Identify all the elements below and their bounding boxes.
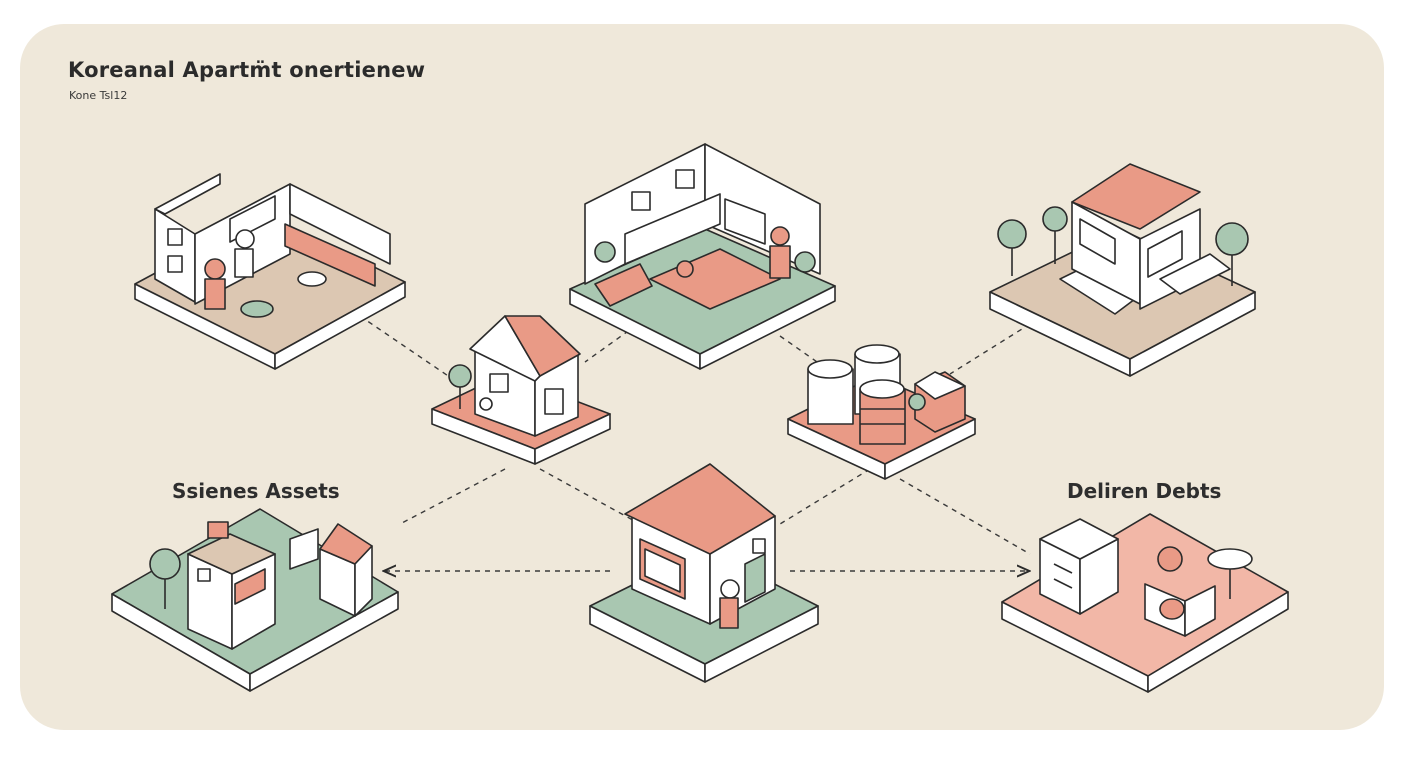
page-subtitle: Kone Tsl12 bbox=[69, 89, 128, 102]
house-with-trees-icon bbox=[989, 163, 1256, 377]
debts-label: Deliren Debts bbox=[1067, 479, 1222, 503]
diagram-canvas bbox=[111, 143, 1289, 693]
apartment-room-icon bbox=[134, 173, 406, 370]
coin-stack-icon bbox=[787, 344, 976, 480]
main-house-icon bbox=[589, 463, 819, 683]
asset-building-icon bbox=[111, 508, 399, 692]
page-title: Koreanal Apartm̈t onertienew bbox=[68, 58, 426, 82]
shop-interior-icon bbox=[569, 143, 836, 370]
diagram-panel: Koreanal Apartm̈t onertienew Kone Tsl12 … bbox=[20, 24, 1384, 730]
assets-label: Ssienes Assets bbox=[172, 479, 340, 503]
debt-office-icon bbox=[1001, 513, 1289, 693]
small-house-icon bbox=[431, 315, 611, 465]
